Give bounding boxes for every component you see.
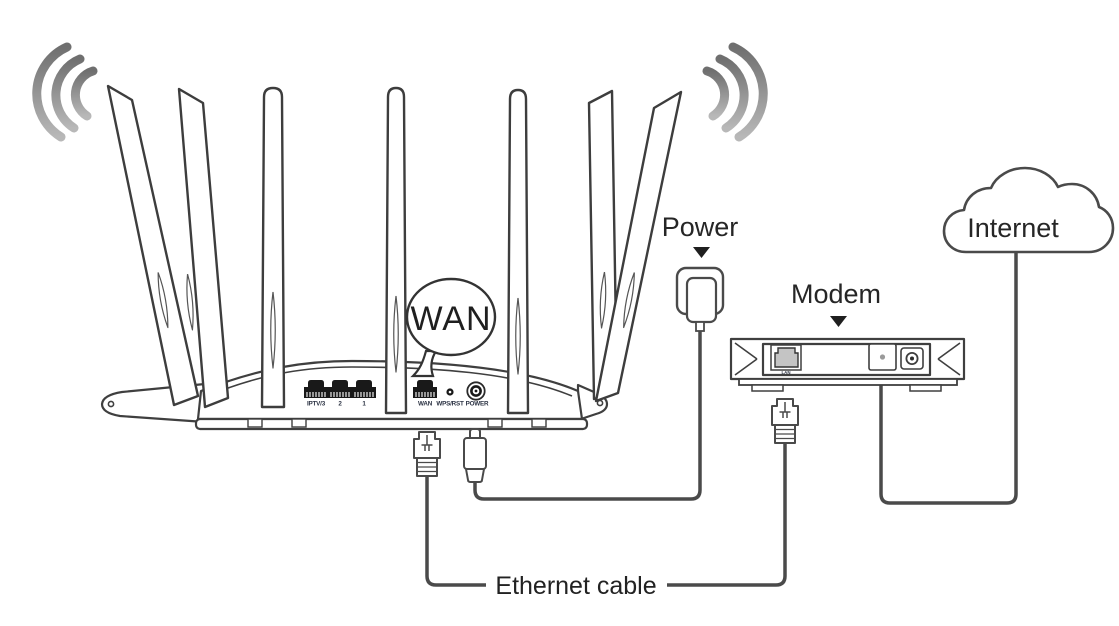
power-adapter: [675, 266, 725, 332]
router: IPTV/3 2 1 WAN WPS/RST POWER: [100, 84, 683, 431]
antenna-left-inner: [177, 87, 230, 409]
internet-label: Internet: [967, 213, 1059, 243]
power-cable: [473, 330, 702, 501]
modem-label: Modem: [791, 279, 881, 309]
power-adapter-assembly: Power: [463, 212, 739, 501]
router-antennas: [106, 84, 683, 415]
antenna-right-outer: [594, 90, 683, 403]
modem-line-port: [868, 343, 897, 371]
ethernet-cable-right: [667, 441, 787, 587]
port-label-1: 1: [362, 401, 366, 408]
wan-callout-tail: [410, 349, 438, 378]
power-pointer-icon: [693, 247, 710, 258]
modem-lan-label: LAN: [781, 370, 790, 375]
wifi-signal-left-icon: [32, 42, 98, 142]
port-label-2: 2: [338, 401, 342, 408]
modem-pointer-icon: [830, 316, 847, 327]
port-label-wps-rst: WPS/RST: [436, 401, 464, 408]
ethernet-plug-modem-side: [771, 398, 799, 444]
modem: Modem LAN: [729, 279, 966, 392]
modem-lan-port: LAN: [770, 344, 802, 375]
antenna-left-outer: [106, 84, 200, 407]
power-label: Power: [662, 212, 739, 242]
wan-callout: WAN: [405, 277, 497, 378]
internet-cloud: Internet: [942, 166, 1115, 254]
modem-base: [738, 378, 958, 392]
wps-rst-button: [446, 388, 454, 396]
ethernet-cable-label: Ethernet cable: [495, 572, 656, 600]
router-base-feet: [247, 418, 547, 428]
port-label-iptv3: IPTV/3: [307, 401, 326, 408]
ethernet-cable-left: [425, 474, 486, 587]
ethernet-cable-assembly: Ethernet cable: [413, 398, 799, 600]
router-rear-ports: IPTV/3 2 1 WAN WPS/RST POWER: [303, 379, 489, 408]
power-barrel-plug: [463, 428, 487, 483]
power-jack: [466, 381, 486, 401]
wifi-signal-right-icon: [702, 42, 768, 142]
port-label-power: POWER: [466, 401, 489, 408]
modem-power-jack: [900, 347, 924, 370]
antenna-vertical-1: [260, 86, 286, 409]
antenna-vertical-3: [506, 88, 530, 415]
port-label-wan: WAN: [418, 401, 433, 408]
internet-line-cable: [879, 250, 1018, 505]
ethernet-plug-router-side: [413, 431, 441, 477]
wan-callout-label: WAN: [410, 300, 491, 338]
antenna-vertical-2: [384, 86, 408, 415]
